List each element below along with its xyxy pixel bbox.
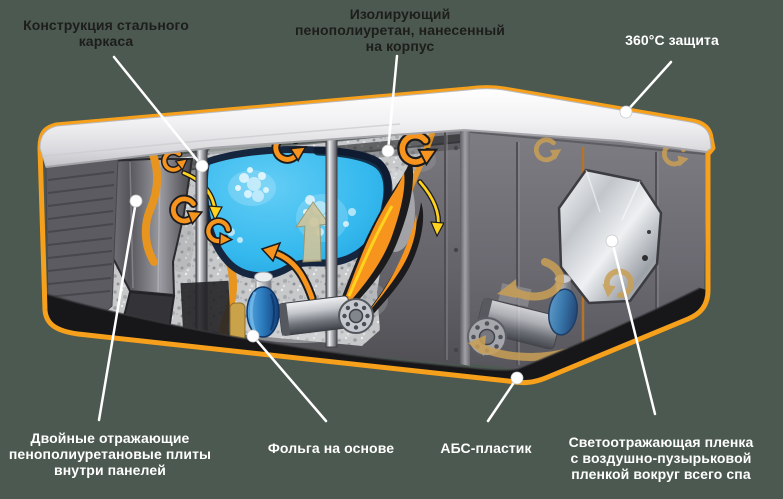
callout-line: 360°C защита: [625, 32, 719, 48]
callout-line: пенополиуретановые плиты: [8, 446, 212, 462]
callout-line: на корпус: [365, 38, 435, 54]
blue-pump: [246, 271, 280, 338]
leader-insulating-foam: [386, 54, 399, 153]
callout-leaders: [97, 54, 673, 423]
callout-line: пленкой вокруг всего спа: [571, 466, 751, 482]
left-side-panel: [45, 158, 119, 319]
callout-line: Конструкция стального: [23, 17, 189, 33]
callout-line: Фольга на основе: [267, 440, 395, 456]
callout-line: пенополиуретан, нанесенный: [295, 22, 505, 38]
callout-foil-base: Фольга на основе: [256, 440, 406, 456]
leader-abs-plastic: [486, 376, 519, 423]
leader-reflective-film: [610, 239, 657, 416]
callout-double-plates: Двойные отражающие пенополиуретановые пл…: [0, 430, 220, 478]
leader-double-plates: [97, 199, 138, 422]
leader-steel-frame: [112, 55, 204, 168]
base-top-edge: [45, 287, 701, 372]
callout-dots: [129, 105, 633, 385]
spa-body: [37, 85, 716, 386]
heat-flow-swoosh: [336, 158, 424, 320]
equipment-box: [180, 280, 232, 342]
motor-end: [278, 303, 291, 336]
water-basin: [200, 146, 393, 280]
callout-line: с воздушно-пузырьковой: [570, 450, 752, 466]
callout-line: Двойные отражающие: [30, 430, 190, 446]
callout-line: каркаса: [78, 33, 134, 49]
front-right-panel: [444, 128, 470, 366]
callout-protection-360: 360°C защита: [597, 32, 747, 48]
corner-edge: [460, 128, 470, 366]
base-band: [46, 288, 707, 381]
rim: [39, 88, 712, 168]
callout-line: Светоотражающая пленка: [568, 434, 754, 450]
callout-insulating-foam: Изолирующий пенополиуретан, нанесенный н…: [285, 6, 515, 54]
leader-protection-360: [624, 60, 673, 114]
callout-steel-frame: Конструкция стального каркаса: [6, 17, 206, 49]
orange-trim: [37, 85, 716, 386]
circulation-hook-arrow: [260, 241, 317, 303]
leader-foil-base: [251, 334, 328, 423]
callout-line: АБС-пластик: [440, 440, 532, 456]
pump-flange: [338, 298, 374, 334]
pump-assembly: [180, 271, 374, 346]
callout-reflective-film: Светоотражающая пленка с воздушно-пузырь…: [546, 434, 776, 482]
callout-line: Изолирующий: [349, 6, 451, 22]
callout-line: внутри панелей: [54, 462, 166, 478]
callout-abs-plastic: АБС-пластик: [416, 440, 556, 456]
